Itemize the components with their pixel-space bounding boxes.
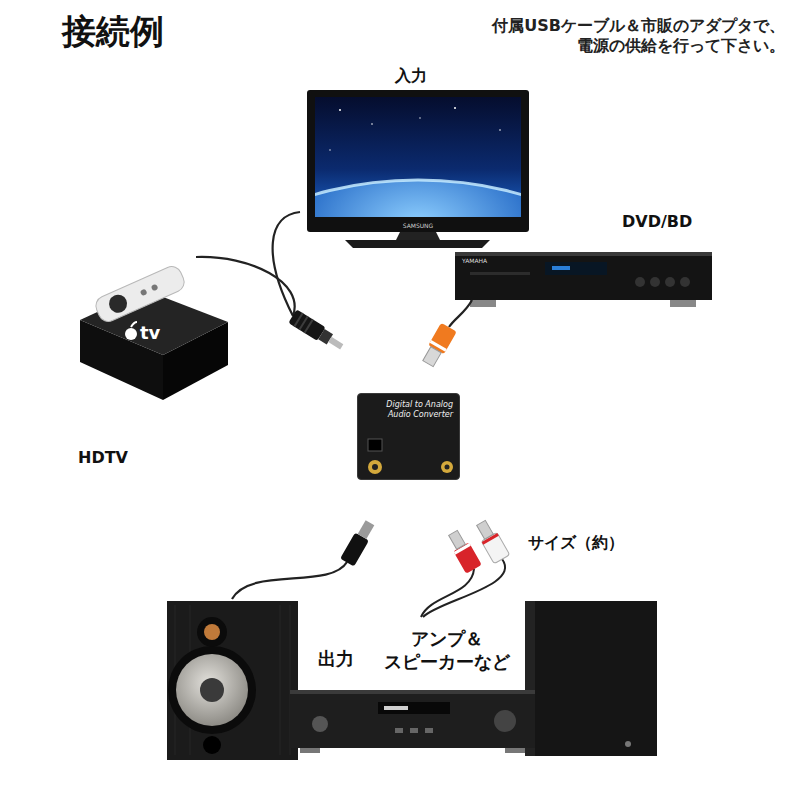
device-label: HDTV	[78, 448, 128, 468]
box-logo: tv	[140, 322, 160, 345]
rca-plug-red	[445, 528, 482, 573]
input-label: 入力	[395, 66, 427, 86]
coaxial-plug	[420, 323, 457, 368]
tv-brand: SAMSUNG	[388, 222, 448, 230]
hdtv-box-illustration	[80, 263, 228, 400]
power-plug	[340, 519, 377, 567]
diagram-title: 接続例	[62, 10, 164, 53]
device-print: Digital to Analog Audio Converter	[366, 400, 453, 419]
rca-cable	[421, 569, 474, 617]
power-note: 付属USBケーブル＆市販のアダプタで、 電源の供給を行って下さい。	[455, 16, 785, 56]
optical-plug	[288, 309, 346, 353]
left-speaker	[167, 601, 298, 760]
amp-label: アンプ＆ スピーカーなど	[372, 628, 522, 673]
player-brand: YAMAHA	[462, 257, 487, 265]
dvd-player-illustration	[455, 252, 712, 307]
right-speaker	[525, 601, 657, 756]
optical-cable	[196, 257, 295, 316]
converter-box: Digital to Analog Audio Converter	[357, 393, 460, 480]
device-label: DVD/BD	[622, 212, 692, 232]
optical-cable	[273, 212, 300, 316]
coaxial-cable	[449, 300, 472, 327]
amplifier	[290, 690, 535, 753]
size-note: サイズ（約）	[528, 533, 624, 553]
power-cable	[232, 562, 347, 599]
rca-plug-white	[473, 518, 510, 563]
output-label: 出力	[318, 648, 354, 671]
